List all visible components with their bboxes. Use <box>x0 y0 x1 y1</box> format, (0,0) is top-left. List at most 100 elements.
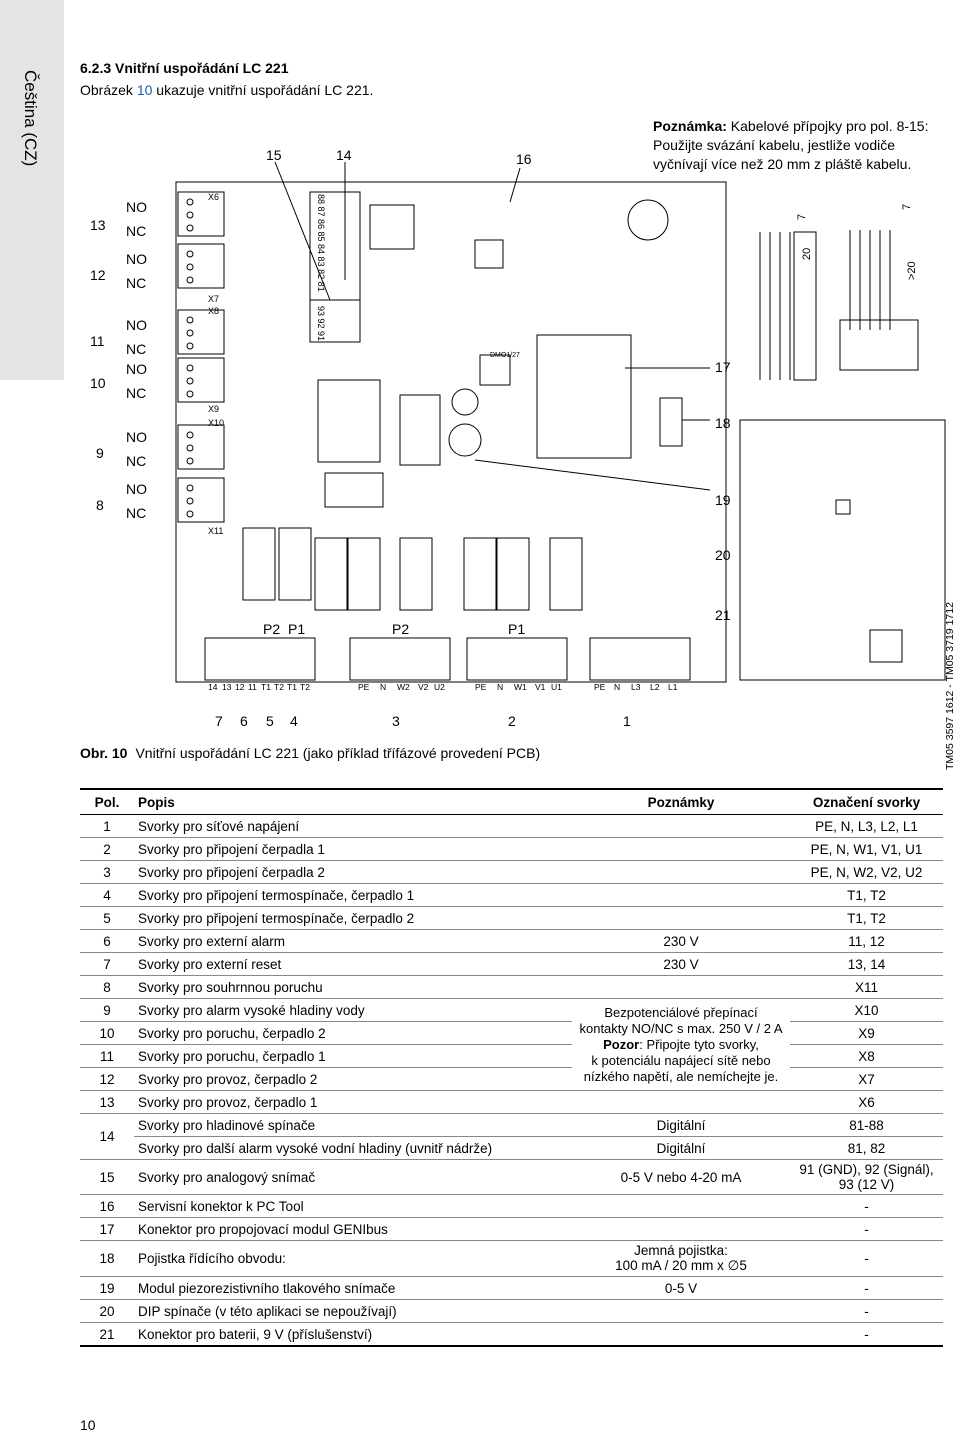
row-desc: Svorky pro souhrnnou poruchu <box>134 975 572 999</box>
label-nc: NC <box>126 275 146 291</box>
pcb-diagram: 15 14 16 13 12 11 10 9 8 NO NC NO NC NO … <box>70 140 960 740</box>
row-note <box>572 814 790 838</box>
callout-15: 15 <box>266 147 282 163</box>
label-x11: X11 <box>208 526 223 536</box>
row-pos: 20 <box>80 1299 134 1323</box>
row-note <box>572 1194 790 1218</box>
terminal-v2: V2 <box>418 682 429 692</box>
label-nc: NC <box>126 223 146 239</box>
row-desc: Servisní konektor k PC Tool <box>134 1194 572 1218</box>
note-label: Poznámka: <box>653 118 727 134</box>
fuse <box>659 397 683 447</box>
row-pos: 14 <box>80 1113 134 1160</box>
terminal-block-3 <box>466 637 568 681</box>
pozor-label: Pozor <box>603 1036 640 1052</box>
callout-18: 18 <box>715 415 731 431</box>
cable-wires-1 <box>759 232 791 380</box>
pcb-drawing: 15 14 16 13 12 11 10 9 8 NO NC NO NC NO … <box>90 147 946 729</box>
page-number: 10 <box>80 1417 96 1433</box>
row-pos: 1 <box>80 814 134 838</box>
terminal-pe-mains: PE <box>594 682 606 692</box>
label-nc: NC <box>126 385 146 401</box>
callout-9: 9 <box>96 445 104 461</box>
row-term: 11, 12 <box>790 929 943 953</box>
label-no: NO <box>126 429 147 445</box>
callout-8: 8 <box>96 497 104 513</box>
table-header-row: Pol. Popis Poznámky Označení svorky <box>80 788 943 815</box>
row-term-line2: 93 (12 V) <box>838 1177 895 1192</box>
row-term: X11 <box>790 975 943 999</box>
header-note: Poznámky <box>572 788 790 815</box>
row-pos: 16 <box>80 1194 134 1218</box>
terminal-t1b: T1 <box>287 682 297 692</box>
relay-contact-note: Bezpotenciálové přepínací kontakty NO/NC… <box>572 998 790 1091</box>
row-pos: 18 <box>80 1240 134 1277</box>
terminal-n-mains: N <box>614 682 620 692</box>
pressure-module <box>739 419 946 681</box>
row-term: - <box>790 1299 943 1323</box>
row-pos: 13 <box>80 1090 134 1114</box>
row-pos: 4 <box>80 883 134 907</box>
row-term: - <box>790 1322 943 1347</box>
terminal-block-4 <box>589 637 691 681</box>
dim-7a: 7 <box>796 214 808 220</box>
group-p2-pump: P2 <box>392 621 409 637</box>
intro-text: Obrázek 10 ukazuje vnitřní uspořádání LC… <box>80 82 373 98</box>
relay-connector-group <box>177 191 225 523</box>
label-no: NO <box>126 251 147 267</box>
row-term: 81, 82 <box>790 1136 943 1160</box>
row-note <box>572 837 790 861</box>
row-note-line2: 100 mA / 20 mm x ∅5 <box>615 1258 747 1273</box>
label-x8: X8 <box>208 306 219 316</box>
row-pos: 6 <box>80 929 134 953</box>
terminal-labels: 14 13 12 11 T1 T2 T1 T2 PE N W2 V2 U2 PE… <box>208 682 678 692</box>
terminal-l2: L2 <box>650 682 660 692</box>
row-desc: Svorky pro alarm vysoké hladiny vody <box>134 998 572 1022</box>
row-desc: DIP spínače (v této aplikaci se nepoužív… <box>134 1299 572 1323</box>
callout-12: 12 <box>90 267 106 283</box>
row-note <box>572 906 790 930</box>
figure-ref-link[interactable]: 10 <box>136 82 153 98</box>
language-tab-label: Čeština (CZ) <box>21 70 40 167</box>
row-term: - <box>790 1240 943 1277</box>
header-desc: Popis <box>134 788 572 815</box>
drawing-code: TM05 3597 1612 - TM05 3719 1712 <box>944 602 956 770</box>
label-no: NO <box>126 481 147 497</box>
row-note: 230 V <box>572 929 790 953</box>
row-desc: Svorky pro připojení čerpadla 2 <box>134 860 572 884</box>
callout-16: 16 <box>516 151 532 167</box>
row-pos: 17 <box>80 1217 134 1241</box>
table-row: Svorky pro další alarm vysoké vodní hlad… <box>80 1136 943 1160</box>
row-term: PE, N, L3, L2, L1 <box>790 814 943 838</box>
row-term: PE, N, W2, V2, U2 <box>790 860 943 884</box>
sensor-terms-b: 93 92 91 <box>316 306 326 341</box>
row-pos: 12 <box>80 1067 134 1091</box>
terminal-t2b: T2 <box>300 682 310 692</box>
terminal-v1: V1 <box>535 682 546 692</box>
row-pos: 21 <box>80 1322 134 1347</box>
group-p1: P1 <box>288 621 305 637</box>
terminal-14: 14 <box>208 682 218 692</box>
row-note <box>572 1299 790 1323</box>
row-term: X10 <box>790 998 943 1022</box>
label-no: NO <box>126 317 147 333</box>
label-nc: NC <box>126 505 146 521</box>
row-desc: Svorky pro hladinové spínače <box>134 1113 572 1137</box>
terminal-l3: L3 <box>631 682 641 692</box>
header-term: Označení svorky <box>790 788 943 815</box>
terminal-u1: U1 <box>551 682 562 692</box>
terminal-l1: L1 <box>668 682 678 692</box>
row-term: X9 <box>790 1021 943 1045</box>
row-term: - <box>790 1276 943 1300</box>
dim-20: 20 <box>801 248 813 260</box>
row-desc: Modul piezorezistivního tlakového snímač… <box>134 1276 572 1300</box>
